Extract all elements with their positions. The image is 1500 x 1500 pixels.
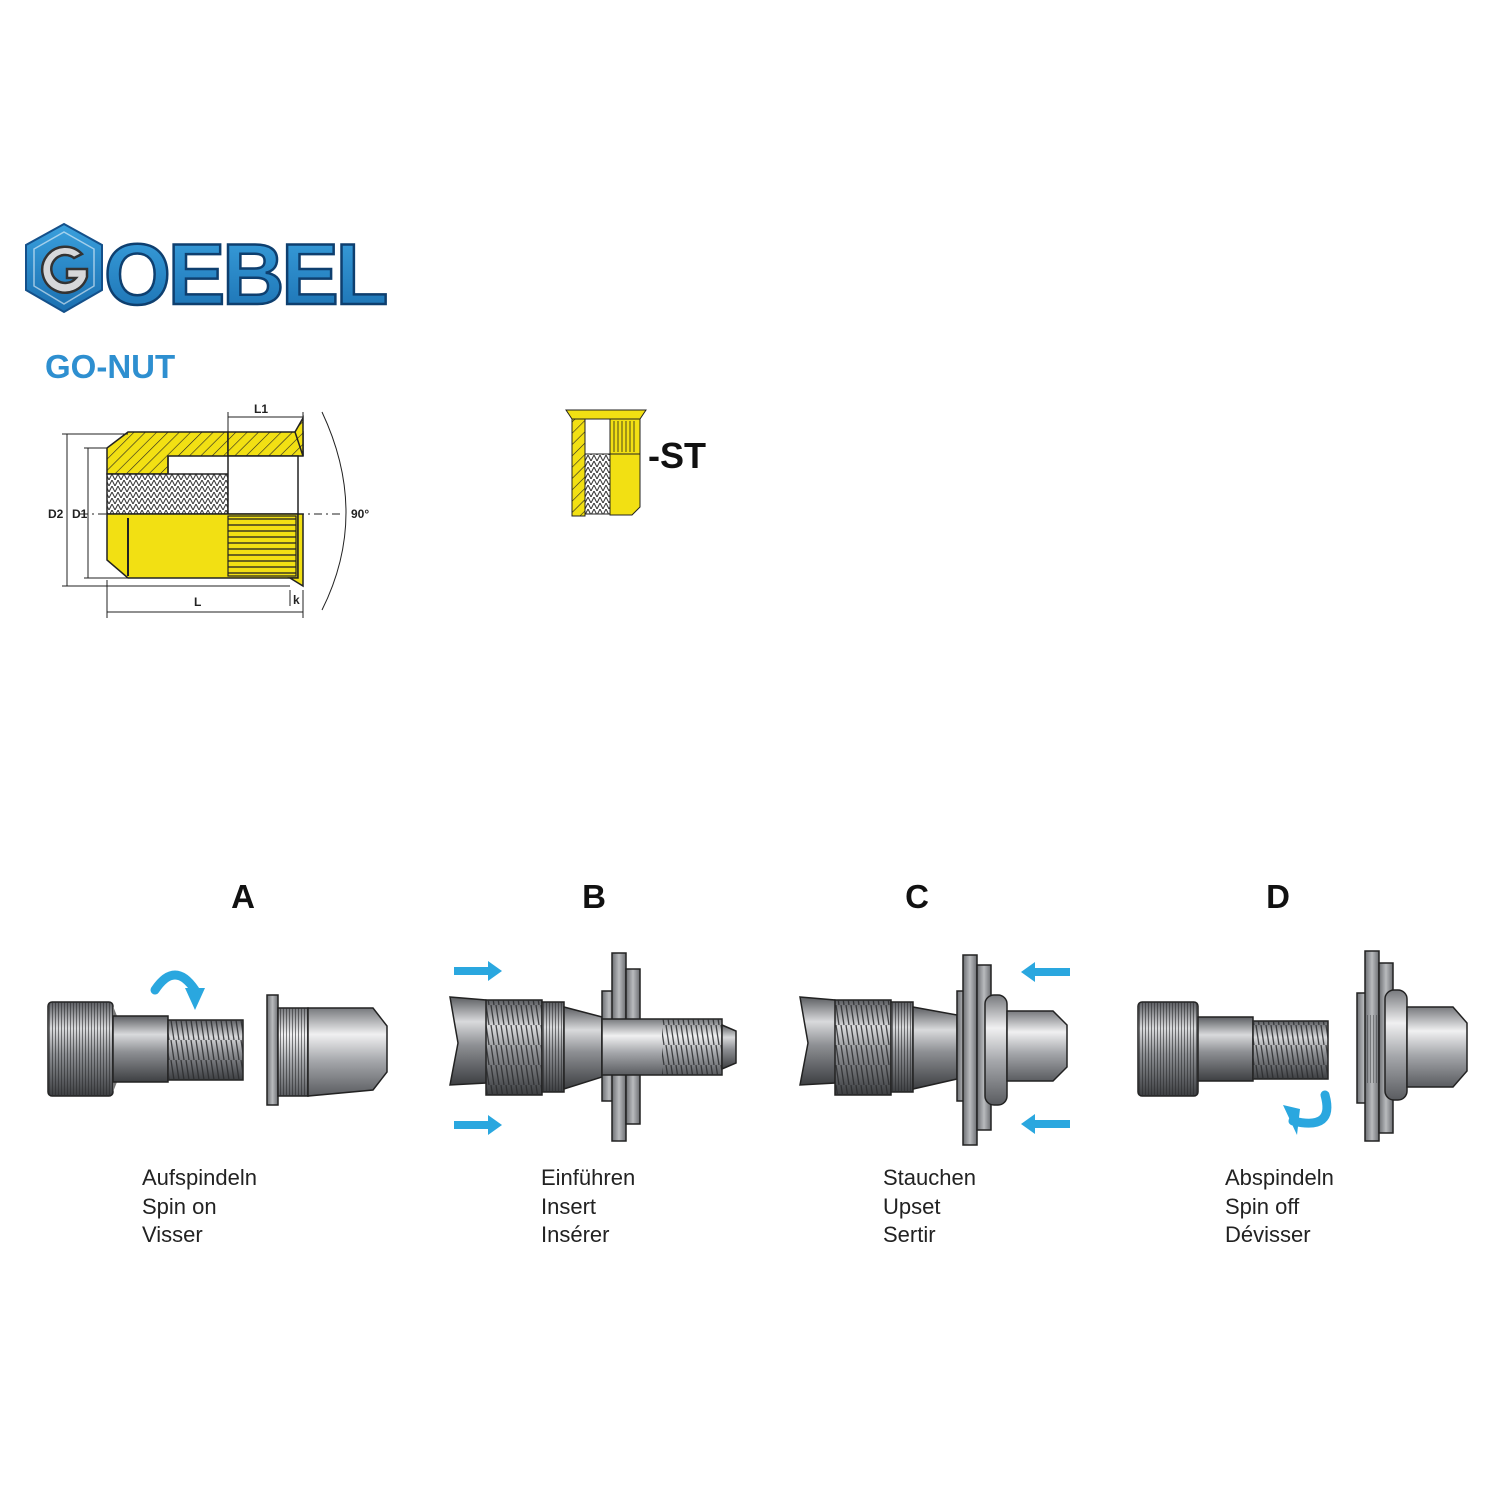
dim-k-label: k: [293, 593, 300, 607]
dim-l-label: L: [194, 595, 201, 609]
rotate-arrow-icon: [1283, 1090, 1332, 1135]
caption-line-en: Insert: [541, 1193, 597, 1219]
goebel-logo: OEBEL: [24, 222, 394, 324]
caption-line-de: Einführen: [541, 1165, 636, 1190]
dim-angle-label: 90°: [351, 507, 369, 521]
caption-line-en: Spin on: [142, 1193, 217, 1219]
step-d-illustration: [1135, 945, 1480, 1150]
step-letter-b: B: [582, 878, 606, 915]
caption-line-de: Stauchen: [883, 1165, 976, 1190]
dim-l1-label: L1: [254, 402, 268, 416]
caption-line-en: Upset: [883, 1193, 941, 1219]
dim-d1-label: D1: [72, 507, 88, 521]
step-a-illustration: [45, 960, 395, 1110]
product-title: GO-NUT: [45, 348, 176, 385]
dimension-drawing: L1 D2 D1 90° L k: [40, 390, 380, 630]
step-letter-c: C: [905, 878, 929, 915]
push-arrow-icon: [1021, 962, 1070, 1134]
caption-line-fr: Sertir: [883, 1222, 936, 1247]
step-letter-d: D: [1266, 878, 1290, 915]
caption-line-de: Abspindeln: [1225, 1165, 1334, 1190]
caption-line-fr: Insérer: [541, 1222, 610, 1247]
nut-view-lower: [106, 513, 304, 588]
nut-section-upper: [106, 415, 304, 515]
step-b-illustration: [440, 945, 760, 1145]
caption-line-en: Spin off: [1225, 1193, 1300, 1219]
rotate-arrow-icon: [150, 970, 205, 1010]
caption-line-fr: Visser: [142, 1222, 203, 1247]
logo-wordmark: OEBEL: [104, 227, 386, 323]
dim-d2-label: D2: [48, 507, 64, 521]
dimension-lines: [62, 411, 347, 618]
step-d-caption: Abspindeln Spin off Dévisser: [1225, 1164, 1334, 1250]
push-arrow-icon: [454, 961, 502, 1135]
caption-line-de: Aufspindeln: [142, 1165, 257, 1190]
step-a-caption: Aufspindeln Spin on Visser: [142, 1164, 257, 1250]
step-letter-a: A: [231, 878, 255, 915]
goebel-hex-logo-icon: [25, 222, 103, 314]
caption-line-fr: Dévisser: [1225, 1222, 1311, 1247]
step-b-caption: Einführen Insert Insérer: [541, 1164, 635, 1250]
go-nut-st-icon: [564, 407, 648, 517]
step-c-illustration: [795, 945, 1085, 1146]
step-c-caption: Stauchen Upset Sertir: [883, 1164, 976, 1250]
variant-label: -ST: [648, 435, 706, 476]
